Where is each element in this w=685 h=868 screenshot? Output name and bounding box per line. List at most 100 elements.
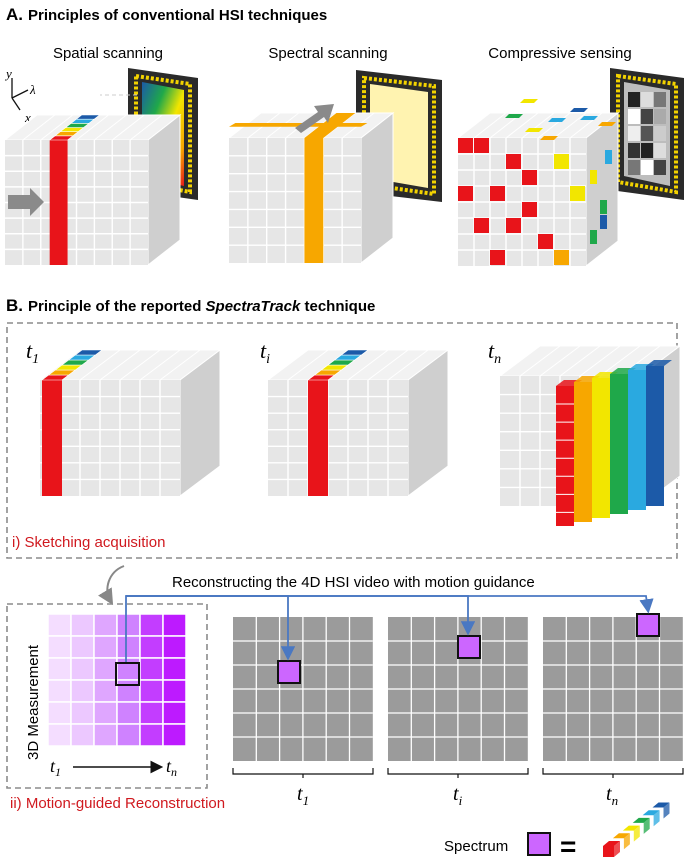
grid-line bbox=[367, 349, 409, 381]
tracked-pixel bbox=[277, 660, 301, 684]
frame-time-t1: t1 bbox=[297, 783, 309, 808]
coded-pixel-orange bbox=[554, 250, 569, 265]
section-a-title: Principles of conventional HSI technique… bbox=[28, 7, 327, 24]
measurement-cell bbox=[162, 635, 187, 659]
grid-line bbox=[347, 349, 389, 381]
legend-band-side-1 bbox=[623, 833, 630, 850]
spectral-column-red bbox=[49, 140, 68, 265]
grid-line bbox=[111, 114, 145, 141]
grid-line bbox=[539, 345, 581, 377]
coded-top-cyan bbox=[548, 118, 566, 122]
measurement-cell bbox=[93, 657, 118, 681]
coded-pixel-red bbox=[458, 186, 473, 201]
measurement-pixel bbox=[654, 109, 666, 124]
coded-side-yellow bbox=[590, 170, 597, 184]
measurement-pixel bbox=[641, 143, 653, 158]
legend-band-top-0 bbox=[603, 841, 620, 846]
measurement-box bbox=[6, 603, 208, 789]
grid-line bbox=[129, 114, 163, 141]
spectral-slab-3 bbox=[610, 374, 628, 514]
axis-y-label: y bbox=[4, 66, 12, 81]
connector-arrow bbox=[97, 565, 125, 606]
coded-top-yellow bbox=[525, 128, 543, 132]
section-a-letter: A. bbox=[6, 5, 23, 24]
meas-t-end: tn bbox=[166, 756, 177, 779]
frame-time-tn: tn bbox=[606, 783, 618, 808]
measurement-pixel bbox=[654, 92, 666, 107]
coded-pixel-red bbox=[474, 138, 489, 153]
measurement-pixel bbox=[654, 160, 666, 175]
spectral-scanning-cube bbox=[227, 70, 442, 265]
coded-pixel-yellow bbox=[554, 154, 569, 169]
guidance-arrow-tn bbox=[126, 595, 654, 614]
legend-band-top-3 bbox=[632, 817, 650, 823]
legend-spectrum-bar bbox=[603, 802, 670, 857]
grid-line bbox=[521, 112, 555, 139]
measurement-pixel bbox=[628, 160, 640, 175]
cube-front-face bbox=[229, 138, 361, 263]
legend-band-top-1 bbox=[612, 833, 630, 839]
grid-line bbox=[537, 112, 571, 139]
sketch-cube-ti bbox=[266, 349, 450, 497]
spatial-scanning-cube bbox=[3, 68, 198, 267]
measurement-cell bbox=[70, 635, 95, 659]
coded-pixel-red bbox=[506, 154, 521, 169]
grid-line bbox=[119, 349, 161, 381]
tracked-pixel bbox=[636, 613, 660, 637]
coded-top-orange bbox=[598, 122, 616, 126]
spectral-slice-front bbox=[304, 138, 324, 263]
measurement-cell bbox=[70, 701, 95, 725]
measurement-cell bbox=[139, 679, 164, 703]
grid-line bbox=[40, 114, 74, 141]
spectral-column-red bbox=[308, 380, 328, 496]
spectral-column-red bbox=[42, 380, 62, 496]
spectral-band-top bbox=[74, 349, 103, 356]
measurement-cell bbox=[70, 613, 95, 637]
measurement-cell bbox=[162, 657, 187, 681]
legend-band-side-0 bbox=[614, 841, 620, 857]
grid-line bbox=[139, 349, 181, 381]
measurement-pixel bbox=[641, 92, 653, 107]
spectral-slab-5 bbox=[646, 366, 664, 506]
spectral-band-top bbox=[340, 349, 369, 356]
grid-line bbox=[287, 349, 329, 381]
measurement-cell bbox=[70, 679, 95, 703]
cube-side-face bbox=[147, 113, 181, 267]
frame-tn bbox=[543, 613, 683, 761]
spectral-band-top bbox=[75, 114, 101, 120]
coded-side-cyan bbox=[605, 150, 612, 164]
measurement-cell bbox=[70, 723, 95, 747]
measurement-pixel bbox=[654, 143, 666, 158]
coded-pixel-red bbox=[490, 186, 505, 201]
measurement-cell bbox=[116, 679, 141, 703]
frame-ti bbox=[388, 617, 528, 761]
legend-spectrum-label: Spectrum bbox=[444, 838, 508, 855]
measurement-cell bbox=[47, 701, 72, 725]
grid-line bbox=[505, 112, 539, 139]
legend-band-top-4 bbox=[642, 810, 660, 816]
measurement-cell bbox=[93, 701, 118, 725]
measurement-cell bbox=[116, 613, 141, 637]
measurement-pixel bbox=[641, 109, 653, 124]
cube-front-face bbox=[40, 380, 180, 496]
coded-top-orange bbox=[540, 136, 558, 140]
grid-line bbox=[559, 345, 601, 377]
coded-side-green bbox=[600, 200, 607, 214]
tracked-pixel bbox=[457, 635, 481, 659]
measurement-cell bbox=[93, 613, 118, 637]
measurement-pixel bbox=[641, 160, 653, 175]
measurement-cell bbox=[70, 657, 95, 681]
time-label-t1: t1 bbox=[26, 338, 39, 367]
measurement-cell bbox=[139, 701, 164, 725]
cube-side-face bbox=[360, 111, 394, 265]
coded-top-yellow bbox=[520, 99, 538, 103]
legend-band-side-4 bbox=[653, 810, 660, 827]
measurement-cell bbox=[116, 635, 141, 659]
axis-indicator: y λ x bbox=[4, 66, 36, 125]
step-motion-guided-reconstruction: ii) Motion-guided Reconstruction bbox=[10, 795, 225, 812]
coded-pixel-red bbox=[522, 202, 537, 217]
reconstruction-caption: Reconstructing the 4D HSI video with mot… bbox=[172, 574, 535, 591]
measurement-cell bbox=[116, 701, 141, 725]
coded-pixel-yellow bbox=[570, 186, 585, 201]
measurement-cell bbox=[139, 723, 164, 747]
